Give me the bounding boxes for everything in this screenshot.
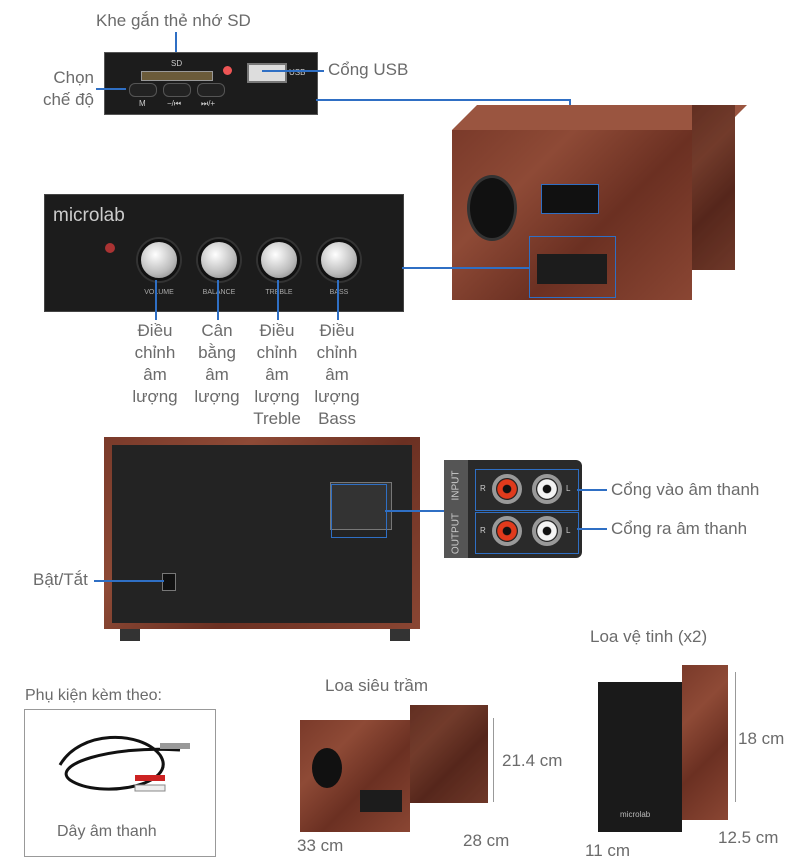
- next-button[interactable]: [197, 83, 225, 97]
- balance-label: BALANCE: [202, 289, 236, 296]
- prev-button-label: −/⏮: [167, 99, 182, 108]
- treble-knob[interactable]: [258, 239, 300, 281]
- mode-label: Chọn chế độ: [42, 68, 94, 109]
- prev-button[interactable]: [163, 83, 191, 97]
- sd-panel: SD USB M −/⏮ ⏭/+: [104, 52, 318, 115]
- sd-slot-label: Khe gắn thẻ nhớ SD: [96, 11, 251, 30]
- audio-cable-image: [58, 735, 190, 792]
- subwoofer-width: 33 cm: [297, 836, 344, 855]
- balance-desc: Cân bằng âm lượng: [194, 321, 240, 406]
- usb-text: USB: [289, 68, 306, 77]
- r-label: R: [480, 526, 486, 535]
- rear-panel: [104, 437, 420, 629]
- volume-knob[interactable]: [138, 239, 180, 281]
- output-label: Cổng ra âm thanh: [611, 519, 748, 538]
- volume-label: VOLUME: [144, 289, 174, 296]
- subwoofer-height: 21.4 cm: [502, 751, 563, 770]
- satellite-height: 18 cm: [738, 729, 785, 748]
- mode-button[interactable]: [129, 83, 157, 97]
- power-switch[interactable]: [162, 573, 176, 591]
- treble-desc: Điều chỉnh âm lượng Treble: [253, 321, 301, 428]
- output-r-jack[interactable]: [492, 516, 522, 546]
- bass-knob[interactable]: [318, 239, 360, 281]
- satellite-title: Loa vệ tinh (x2): [590, 627, 708, 646]
- brand-logo: microlab: [53, 205, 125, 226]
- l-label: L: [566, 526, 571, 535]
- output-tag: OUTPUT: [450, 512, 462, 555]
- l-label: L: [566, 484, 571, 493]
- mode-button-label: M: [139, 99, 146, 108]
- input-label: Cổng vào âm thanh: [611, 480, 760, 499]
- balance-knob[interactable]: [198, 239, 240, 281]
- woofer-port: [467, 175, 517, 241]
- power-label: Bật/Tắt: [33, 570, 88, 589]
- r-label: R: [480, 484, 486, 493]
- satellite-image: microlab: [598, 682, 682, 832]
- volume-desc: Điều chỉnh âm lượng: [132, 321, 178, 406]
- satellite-depth: 12.5 cm: [718, 828, 779, 847]
- subwoofer-dim-image: [300, 720, 410, 832]
- output-l-jack[interactable]: [532, 516, 562, 546]
- bass-desc: Điều chỉnh âm lượng Bass: [314, 321, 360, 428]
- usb-label: Cổng USB: [328, 60, 409, 79]
- subwoofer-depth: 28 cm: [463, 831, 510, 850]
- usb-port: [247, 63, 287, 83]
- sd-text: SD: [171, 59, 183, 68]
- bass-label: BASS: [329, 289, 349, 296]
- control-panel: microlab VOLUME BALANCE TREBLE BASS: [44, 194, 404, 312]
- accessories-caption: Dây âm thanh: [57, 823, 157, 840]
- led-indicator: [223, 66, 232, 75]
- input-l-jack[interactable]: [532, 474, 562, 504]
- treble-label: TREBLE: [265, 289, 293, 296]
- sd-slot: [141, 71, 213, 81]
- power-led: [105, 243, 115, 253]
- subwoofer-title: Loa siêu trầm: [325, 676, 428, 695]
- audio-port-panel: INPUT OUTPUT R L R L: [444, 460, 582, 558]
- accessories-box: Dây âm thanh: [24, 709, 216, 857]
- satellite-width: 11 cm: [585, 841, 631, 860]
- accessories-title: Phụ kiện kèm theo:: [25, 687, 162, 704]
- next-button-label: ⏭/+: [201, 99, 216, 108]
- satellite-brand: microlab: [620, 810, 651, 819]
- input-r-jack[interactable]: [492, 474, 522, 504]
- input-tag: INPUT: [450, 470, 462, 501]
